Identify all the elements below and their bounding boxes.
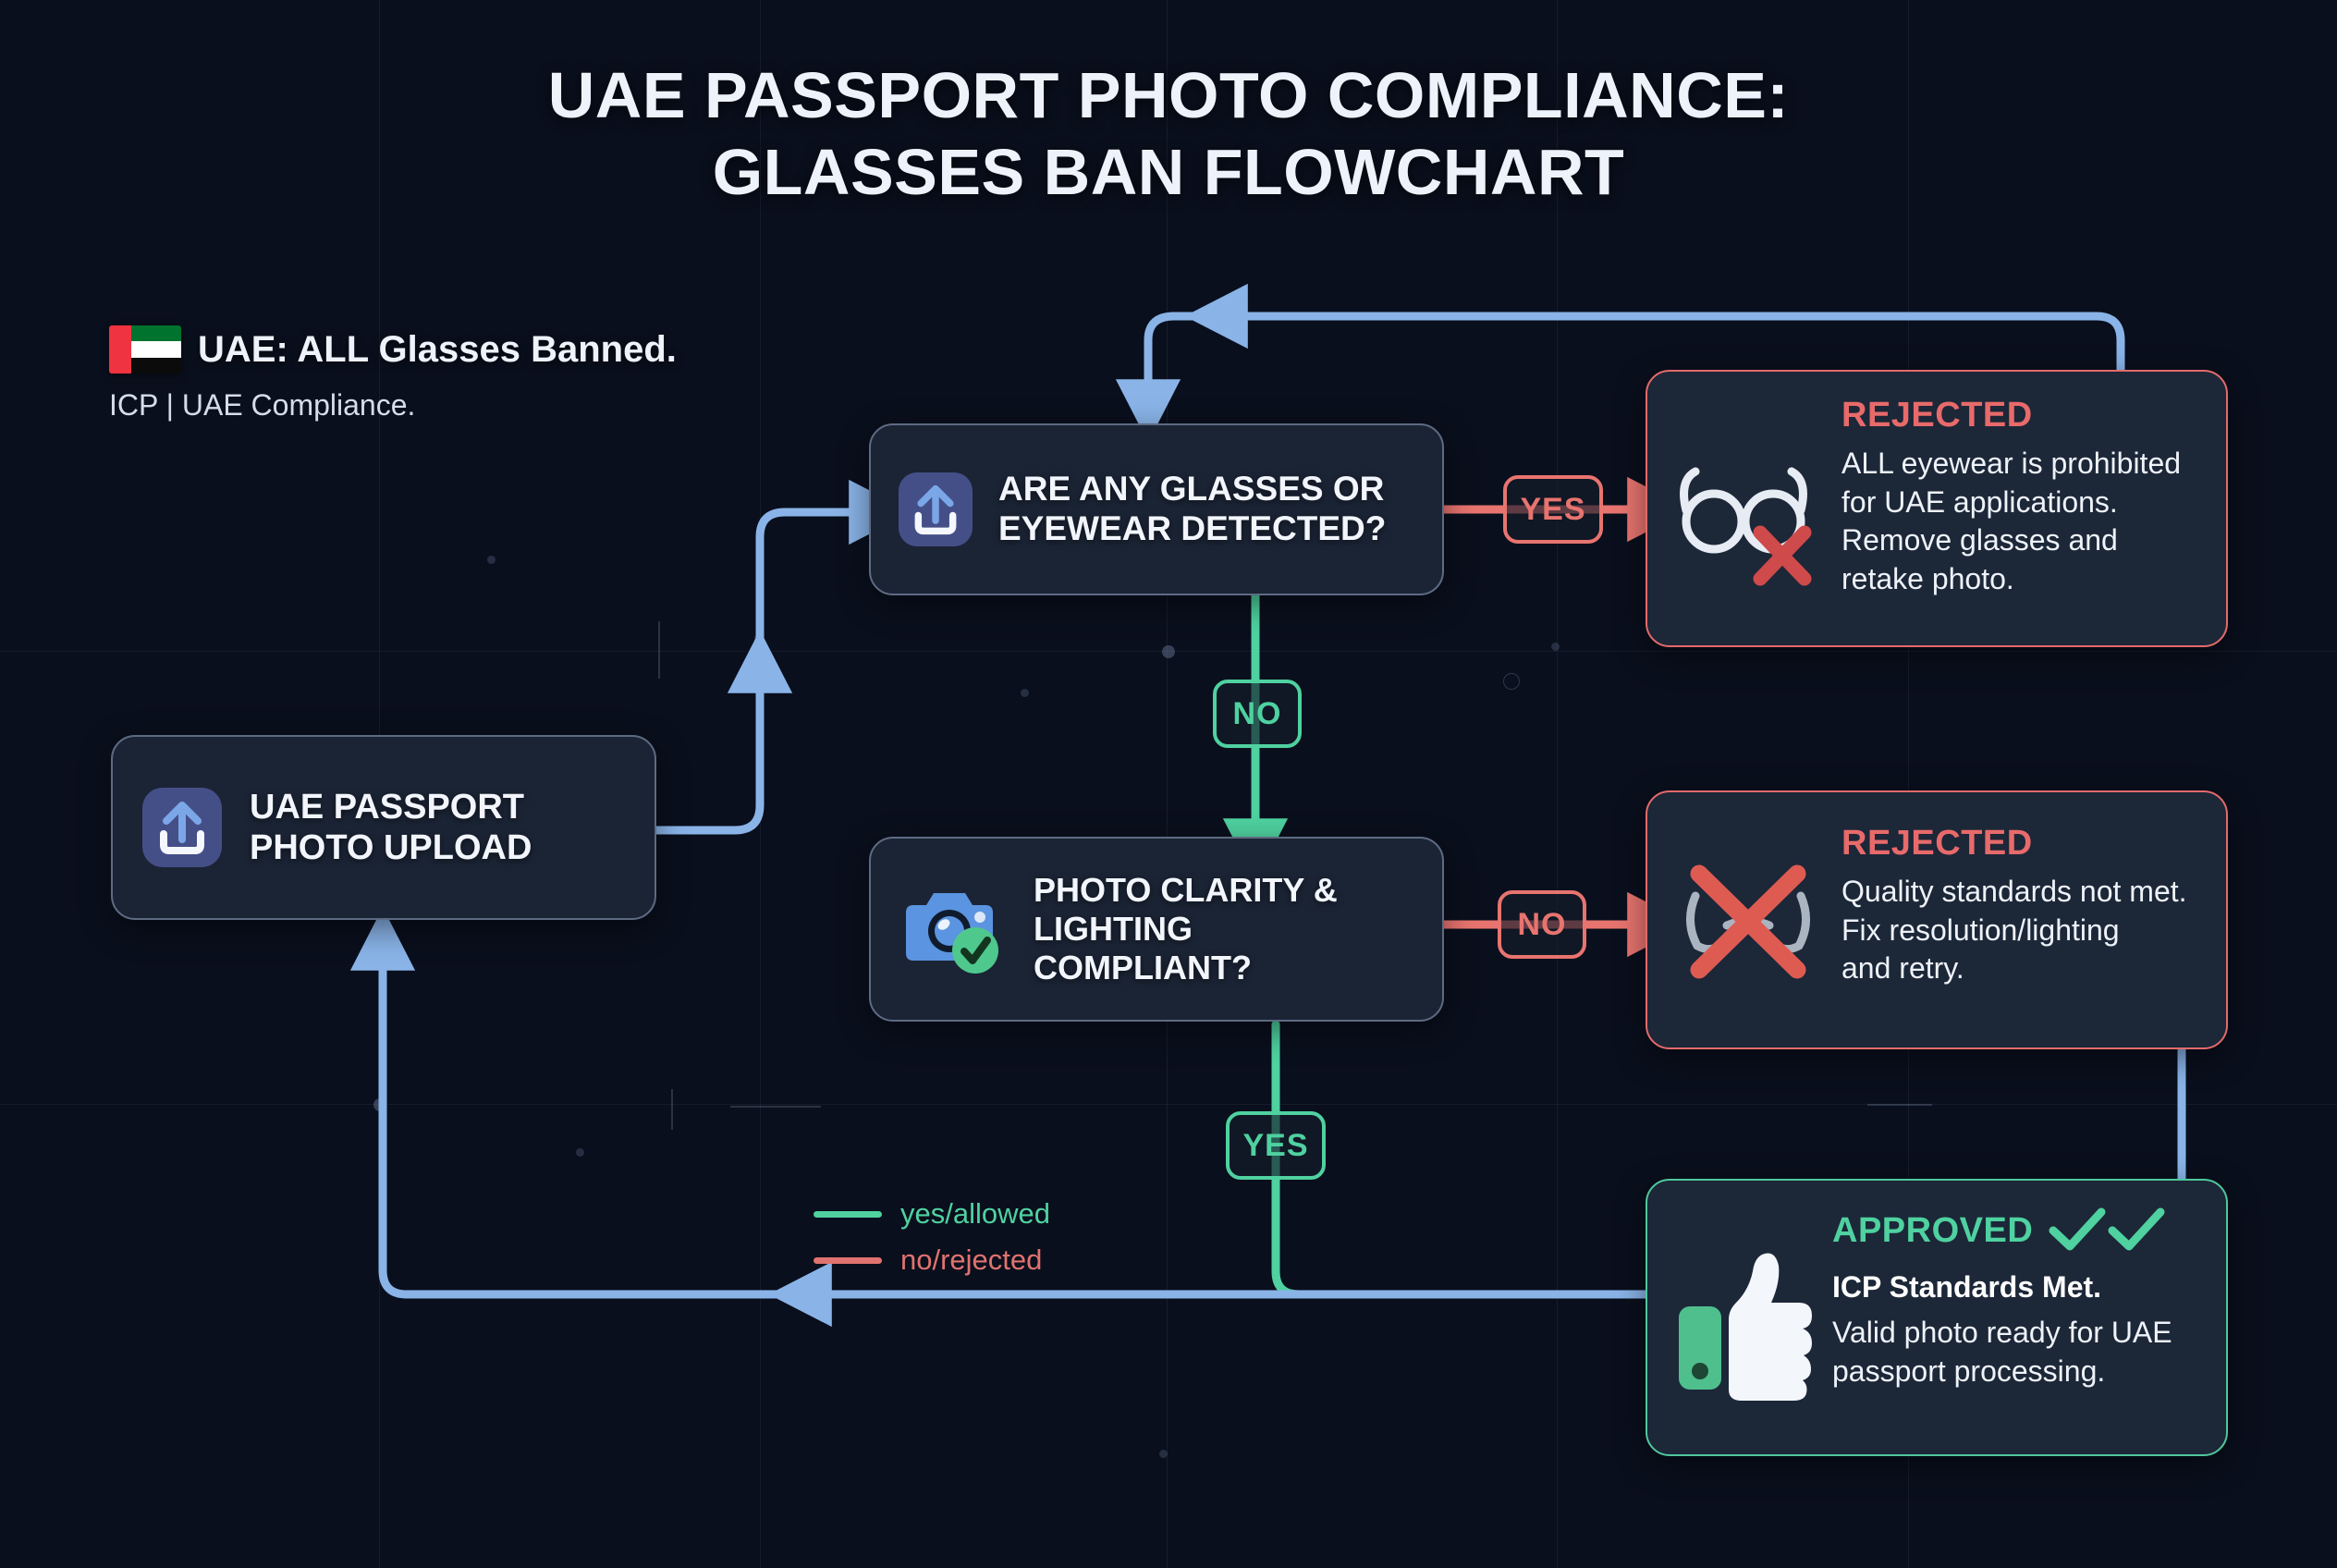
legend-line-green [814, 1210, 882, 1218]
legend-label-yes: yes/allowed [900, 1197, 1050, 1230]
card-approved-strong: ICP Standards Met. [1832, 1270, 2102, 1304]
card-rejected-quality-body: REJECTED Quality standards not met. Fix … [1841, 824, 2200, 1023]
status-badge-approved: APPROVED [1832, 1211, 2034, 1250]
node-upload-label-line1: UAE PASSPORT [250, 787, 525, 827]
node-upload-label-line2: PHOTO UPLOAD [250, 828, 532, 867]
legend-header: UAE: ALL Glasses Banned. ICP | UAE Compl… [109, 325, 677, 423]
card-approved-desc: Valid photo ready for UAE passport proce… [1832, 1314, 2200, 1390]
card-rejected-quality-desc: Quality standards not met. Fix resolutio… [1841, 873, 2200, 988]
card-rejected-eyewear-body: REJECTED ALL eyewear is prohibited for U… [1841, 396, 2200, 621]
card-rejected-eyewear-desc: ALL eyewear is prohibited for UAE applic… [1841, 445, 2200, 598]
desc-line-1: ALL eyewear is prohibited [1841, 447, 2182, 480]
title-line-2: GLASSES BAN FLOWCHART [712, 135, 1625, 208]
node-clarity-check-line1: PHOTO CLARITY & [1034, 871, 1338, 910]
desc-line-3: Remove glasses and [1841, 523, 2118, 557]
node-glasses-check-label: ARE ANY GLASSES OR EYEWEAR DETECTED? [998, 470, 1386, 549]
big-red-x-icon [1670, 824, 1827, 1023]
badge-clarity-yes: YES [1226, 1111, 1326, 1180]
legend-subline: ICP | UAE Compliance. [109, 388, 416, 422]
status-badge-rejected: REJECTED [1841, 824, 2033, 863]
title-line-1: UAE PASSPORT PHOTO COMPLIANCE: [547, 59, 1790, 131]
node-clarity-check-line3: COMPLIANT? [1034, 948, 1252, 986]
legend-line-red [814, 1256, 882, 1264]
badge-clarity-yes-label: YES [1242, 1127, 1309, 1163]
card-rejected-quality[interactable]: REJECTED Quality standards not met. Fix … [1646, 790, 2228, 1049]
status-badge-rejected: REJECTED [1841, 396, 2033, 435]
glasses-crossed-icon [1670, 396, 1827, 621]
node-clarity-check-label: PHOTO CLARITY & LIGHTING COMPLIANT? [1034, 871, 1338, 986]
node-clarity-check[interactable]: PHOTO CLARITY & LIGHTING COMPLIANT? [869, 837, 1444, 1022]
camera-check-icon [899, 881, 1009, 977]
node-glasses-check-line2: EYEWEAR DETECTED? [998, 509, 1387, 547]
desc-line-1: Quality standards not met. [1841, 875, 2187, 908]
legend-item-no: no/rejected [814, 1243, 1050, 1277]
legend-headline: UAE: ALL Glasses Banned. [198, 328, 677, 370]
legend-label-no: no/rejected [900, 1243, 1043, 1276]
double-check-icon [2048, 1207, 2168, 1256]
desc-line-2: Fix resolution/lighting [1841, 913, 2120, 947]
desc-line-3: and retry. [1841, 951, 1964, 986]
card-approved[interactable]: APPROVED ICP Standards Met. Valid photo … [1646, 1179, 2228, 1456]
uae-flag-icon [109, 325, 181, 374]
badge-glasses-yes: YES [1503, 475, 1603, 544]
desc-line-4: retake photo. [1841, 561, 2014, 595]
thumbs-up-icon [1670, 1207, 1817, 1430]
upload-icon [899, 472, 973, 546]
desc-line-2: passport processing. [1832, 1354, 2106, 1388]
desc-line-2: for UAE applications. [1841, 484, 2118, 519]
node-upload[interactable]: UAE PASSPORT PHOTO UPLOAD [111, 735, 656, 920]
node-glasses-check-line1: ARE ANY GLASSES OR [998, 470, 1385, 508]
node-glasses-check[interactable]: ARE ANY GLASSES OR EYEWEAR DETECTED? [869, 423, 1444, 595]
badge-clarity-no-label: NO [1517, 906, 1567, 942]
legend-item-yes: yes/allowed [814, 1197, 1050, 1231]
upload-icon [142, 788, 222, 867]
card-rejected-eyewear[interactable]: REJECTED ALL eyewear is prohibited for U… [1646, 370, 2228, 647]
badge-clarity-no: NO [1498, 890, 1586, 959]
desc-line-1: Valid photo ready for UAE [1832, 1316, 2172, 1349]
page-title: UAE PASSPORT PHOTO COMPLIANCE: GLASSES B… [0, 57, 2337, 210]
badge-glasses-no-label: NO [1232, 695, 1282, 731]
badge-glasses-yes-label: YES [1520, 491, 1586, 527]
badge-glasses-no: NO [1213, 680, 1302, 748]
node-clarity-check-line2: LIGHTING [1034, 910, 1193, 949]
flow-key-legend: yes/allowed no/rejected [814, 1197, 1050, 1290]
node-upload-label: UAE PASSPORT PHOTO UPLOAD [250, 787, 532, 868]
card-approved-body: APPROVED ICP Standards Met. Valid photo … [1832, 1207, 2200, 1430]
